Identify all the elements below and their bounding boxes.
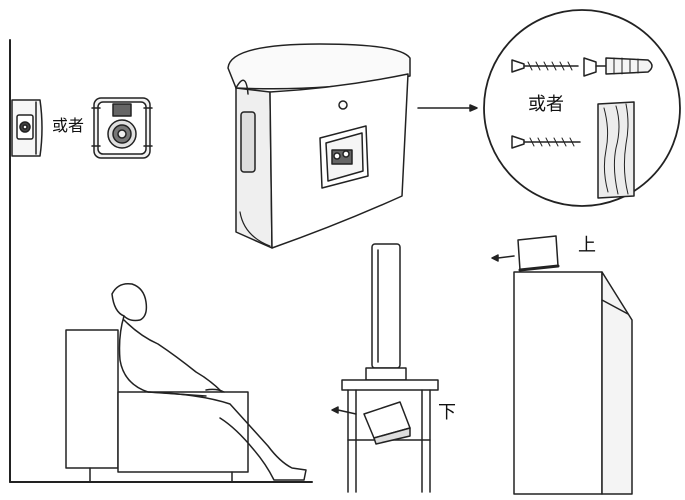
tall-cabinet bbox=[513, 271, 633, 495]
mounting-hardware-zoom bbox=[483, 9, 681, 207]
armchair bbox=[65, 329, 249, 483]
label-below: 下 bbox=[438, 402, 456, 423]
zoom-arrow-icon bbox=[417, 104, 478, 112]
speaker-rear-large-icon bbox=[227, 43, 411, 249]
label-above: 上 bbox=[578, 235, 596, 256]
screw-with-anchor-icon bbox=[583, 57, 653, 77]
screw-icon bbox=[511, 135, 581, 149]
speaker-above-icon bbox=[491, 235, 560, 272]
label-or-small: 或者 bbox=[52, 116, 85, 135]
wall-speaker-side-icon bbox=[11, 99, 43, 157]
speaker-below-icon bbox=[331, 401, 411, 445]
speaker-front-icon bbox=[91, 97, 153, 159]
wall bbox=[9, 39, 313, 483]
seated-person bbox=[111, 282, 307, 481]
screw-icon bbox=[511, 59, 579, 73]
label-or-zoom: 或者 bbox=[528, 94, 564, 115]
wood-stud-icon bbox=[597, 101, 635, 199]
tv-stand bbox=[341, 243, 439, 493]
